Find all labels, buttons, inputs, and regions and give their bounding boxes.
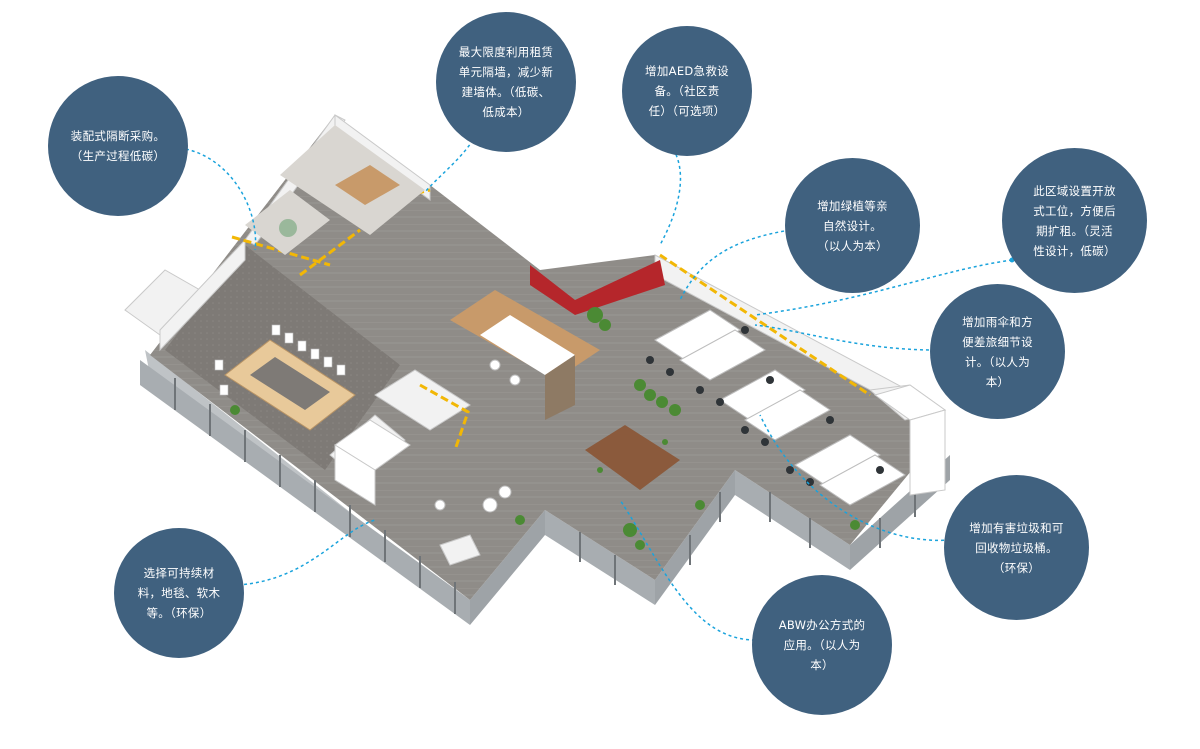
plants — [230, 307, 860, 550]
annotation-sustainable-materials: 选择可持续材 料，地毯、软木 等。（环保） — [114, 528, 244, 658]
private-offices — [245, 125, 425, 255]
annotation-greenery: 增加绿植等亲 自然设计。 （以人为本） — [785, 158, 920, 293]
annotation-text: 增加绿植等亲 自然设计。 （以人为本） — [817, 198, 888, 253]
annotation-prefab-partitions: 装配式隔断采购。 （生产过程低碳） — [48, 76, 188, 216]
annotation-text: 装配式隔断采购。 （生产过程低碳） — [70, 129, 166, 163]
annotation-text: 此区域设置开放 式工位，方便后 期扩租。（灵活 性设计，低碳） — [1033, 183, 1116, 258]
annotation-text: 最大限度利用租赁 单元隔墙，减少新 建墙体。（低碳、 低成本） — [458, 45, 554, 119]
annotation-abw: ABW办公方式的 应用。（以人为 本） — [752, 575, 892, 715]
feature-wall-red — [530, 260, 665, 315]
kitchen-island — [450, 290, 600, 420]
open-workstations — [654, 309, 906, 506]
annotation-text: ABW办公方式的 应用。（以人为 本） — [778, 618, 866, 672]
annotation-umbrella-details: 增加雨伞和方 便差旅细节设 计。（以人为 本） — [930, 284, 1065, 419]
annotation-open-stations: 此区域设置开放 式工位，方便后 期扩租。（灵活 性设计，低碳） — [1002, 148, 1147, 293]
annotation-text: 增加AED急救设 备。（社区责 任）（可选项） — [645, 64, 729, 118]
annotation-text: 增加雨伞和方 便差旅细节设 计。（以人为 本） — [962, 314, 1033, 389]
leader-lines — [179, 124, 1013, 641]
conference-table — [214, 324, 356, 431]
annotation-waste-bins: 增加有害垃圾和可 回收物垃圾桶。 （环保） — [944, 475, 1089, 620]
annotation-reuse-walls: 最大限度利用租赁 单元隔墙，减少新 建墙体。（低碳、 低成本） — [436, 12, 576, 152]
lounge-tables — [434, 359, 521, 513]
entrance-boxes — [334, 384, 947, 506]
building-shell — [140, 350, 950, 625]
annotation-text: 增加有害垃圾和可 回收物垃圾桶。 （环保） — [969, 520, 1064, 575]
abw-table — [585, 425, 680, 490]
task-chairs — [646, 326, 884, 486]
annotation-aed: 增加AED急救设 备。（社区责 任）（可选项） — [622, 26, 752, 156]
annotation-text: 选择可持续材 料，地毯、软木 等。（环保） — [137, 566, 221, 620]
facade-windows — [174, 378, 916, 614]
